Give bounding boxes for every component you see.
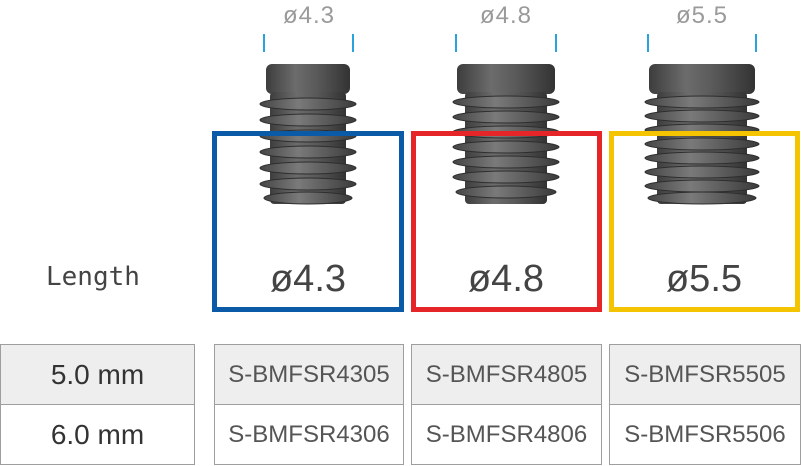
dimension-tick-right-5-5	[755, 34, 757, 52]
part-code-cell: S-BMFSR4306	[214, 404, 404, 465]
dimension-tick-left-4-8	[455, 34, 457, 52]
dimension-tick-left-5-5	[647, 34, 649, 52]
size-label-4-8: ø4.8	[467, 258, 545, 300]
part-code-cell: S-BMFSR5505	[609, 344, 801, 405]
diameter-label-4-8: ø4.8	[479, 2, 533, 29]
length-cell-6-0: 6.0 mm	[0, 404, 195, 465]
dimension-tick-left-4-3	[263, 34, 265, 52]
part-code-cell: S-BMFSR4305	[214, 344, 404, 405]
diameter-label-4-3: ø4.3	[282, 2, 336, 29]
part-code-cell: S-BMFSR5506	[609, 404, 801, 465]
part-code-cell: S-BMFSR4806	[411, 404, 602, 465]
screw-image-5-5	[644, 64, 760, 205]
size-label-4-3: ø4.3	[269, 258, 347, 300]
size-label-5-5: ø5.5	[665, 258, 743, 300]
size-frame-4-3	[212, 131, 404, 312]
size-frame-5-5	[609, 131, 800, 312]
size-frame-4-8	[411, 131, 602, 312]
dimension-tick-right-4-8	[555, 34, 557, 52]
length-label: Length	[46, 262, 140, 292]
diameter-label-5-5: ø5.5	[675, 2, 729, 29]
part-code-cell: S-BMFSR4805	[411, 344, 602, 405]
dimension-tick-right-4-3	[352, 34, 354, 52]
length-cell-5-0: 5.0 mm	[0, 344, 195, 405]
screw-image-4-8	[452, 64, 560, 204]
